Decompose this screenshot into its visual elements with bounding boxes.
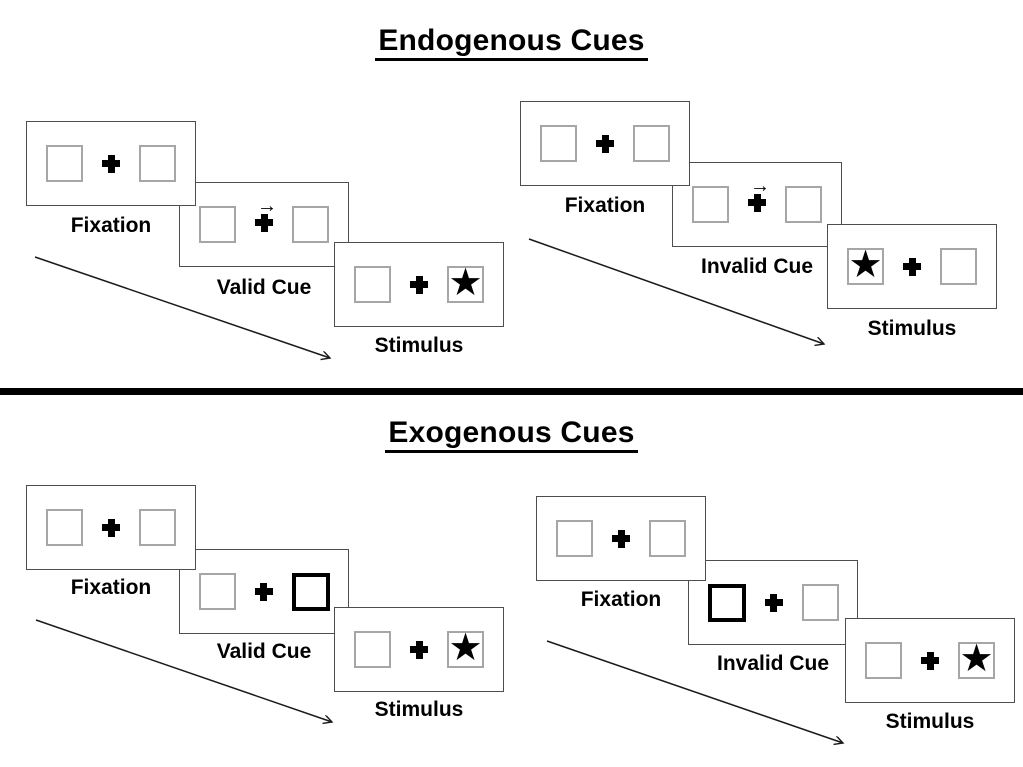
star-target-icon: ★ <box>448 626 483 669</box>
timeline-arrow-endo-valid <box>34 256 330 358</box>
fixation-cross-icon <box>254 582 273 601</box>
fixation-cross-icon <box>612 529 630 548</box>
fixation-cross-icon <box>903 257 921 276</box>
left-target-box: ★ <box>847 243 884 286</box>
right-placeholder-box <box>139 509 176 546</box>
exogenous-title: Exogenous Cues <box>385 416 638 454</box>
fixation-cross-wrap <box>761 593 787 612</box>
left-placeholder-box <box>198 573 236 610</box>
left-placeholder-box <box>865 642 902 679</box>
right-highlighted-cue-box <box>291 572 330 611</box>
timeline-arrow-exo-valid <box>35 619 332 722</box>
endo-invalid-stimulus-panel: ★ <box>827 224 997 309</box>
fixation-cross-icon <box>102 518 120 537</box>
fixation-cross-icon <box>102 154 120 173</box>
step-label-fixation: Fixation <box>70 214 152 237</box>
right-placeholder-box <box>292 206 329 243</box>
right-placeholder-box <box>633 125 670 162</box>
exo-invalid-cue-panel <box>688 560 858 645</box>
left-placeholder-box <box>692 186 729 223</box>
right-arrow-icon: → <box>257 194 277 217</box>
step-label-fixation: Fixation <box>564 194 646 217</box>
right-target-box: ★ <box>958 637 995 680</box>
endo-invalid-fixation-panel <box>520 101 690 186</box>
step-label-invalid-cue: Invalid Cue <box>716 652 830 675</box>
step-label-stimulus: Stimulus <box>374 698 464 721</box>
star-target-icon: ★ <box>848 243 883 286</box>
fixation-cross-wrap <box>406 640 432 659</box>
left-placeholder-box <box>199 206 236 243</box>
cue-cross-wrap: → <box>251 194 277 232</box>
fixation-cross-icon <box>255 213 273 232</box>
section-divider <box>0 388 1023 395</box>
fixation-cross-wrap <box>406 275 432 294</box>
right-placeholder-box <box>649 520 686 557</box>
right-placeholder-box <box>139 145 176 182</box>
step-label-fixation: Fixation <box>580 588 662 611</box>
step-label-stimulus: Stimulus <box>867 317 957 340</box>
step-label-fixation: Fixation <box>70 576 152 599</box>
fixation-cross-wrap <box>917 651 943 670</box>
fixation-cross-icon <box>764 593 783 612</box>
fixation-cross-icon <box>748 193 766 212</box>
cue-cross-wrap: → <box>744 174 770 212</box>
step-label-stimulus: Stimulus <box>885 710 975 733</box>
exogenous-section-header: Exogenous Cues <box>0 416 1023 454</box>
endogenous-section-header: Endogenous Cues <box>0 24 1023 62</box>
right-target-box: ★ <box>447 261 484 304</box>
left-placeholder-box <box>354 266 391 303</box>
right-target-box: ★ <box>447 626 484 669</box>
exo-valid-fixation-panel <box>26 485 196 570</box>
fixation-cross-wrap <box>608 529 634 548</box>
fixation-cross-icon <box>410 275 428 294</box>
step-label-stimulus: Stimulus <box>374 334 464 357</box>
step-label-valid-cue: Valid Cue <box>216 640 312 663</box>
left-placeholder-box <box>46 509 83 546</box>
exo-invalid-fixation-panel <box>536 496 706 581</box>
left-placeholder-box <box>354 631 391 668</box>
left-placeholder-box <box>46 145 83 182</box>
left-highlighted-cue-box <box>707 583 746 622</box>
step-label-valid-cue: Valid Cue <box>216 276 312 299</box>
right-placeholder-box <box>785 186 822 223</box>
fixation-cross-wrap <box>592 134 618 153</box>
fixation-cross-icon <box>410 640 428 659</box>
star-target-icon: ★ <box>448 261 483 304</box>
exo-valid-cue-panel <box>179 549 349 634</box>
star-target-icon: ★ <box>959 637 994 680</box>
fixation-cross-wrap <box>98 518 124 537</box>
right-placeholder-box <box>801 584 839 621</box>
left-placeholder-box <box>556 520 593 557</box>
exo-valid-stimulus-panel: ★ <box>334 607 504 692</box>
right-placeholder-box <box>940 248 977 285</box>
endo-valid-stimulus-panel: ★ <box>334 242 504 327</box>
left-placeholder-box <box>540 125 577 162</box>
fixation-cross-icon <box>921 651 939 670</box>
endo-valid-fixation-panel <box>26 121 196 206</box>
step-label-invalid-cue: Invalid Cue <box>700 255 814 278</box>
right-arrow-icon: → <box>750 174 770 197</box>
fixation-cross-wrap <box>251 582 277 601</box>
fixation-cross-wrap <box>899 257 925 276</box>
fixation-cross-icon <box>596 134 614 153</box>
endo-valid-cue-panel: → <box>179 182 349 267</box>
exo-invalid-stimulus-panel: ★ <box>845 618 1015 703</box>
endo-invalid-cue-panel: → <box>672 162 842 247</box>
fixation-cross-wrap <box>98 154 124 173</box>
endogenous-title: Endogenous Cues <box>375 24 648 62</box>
